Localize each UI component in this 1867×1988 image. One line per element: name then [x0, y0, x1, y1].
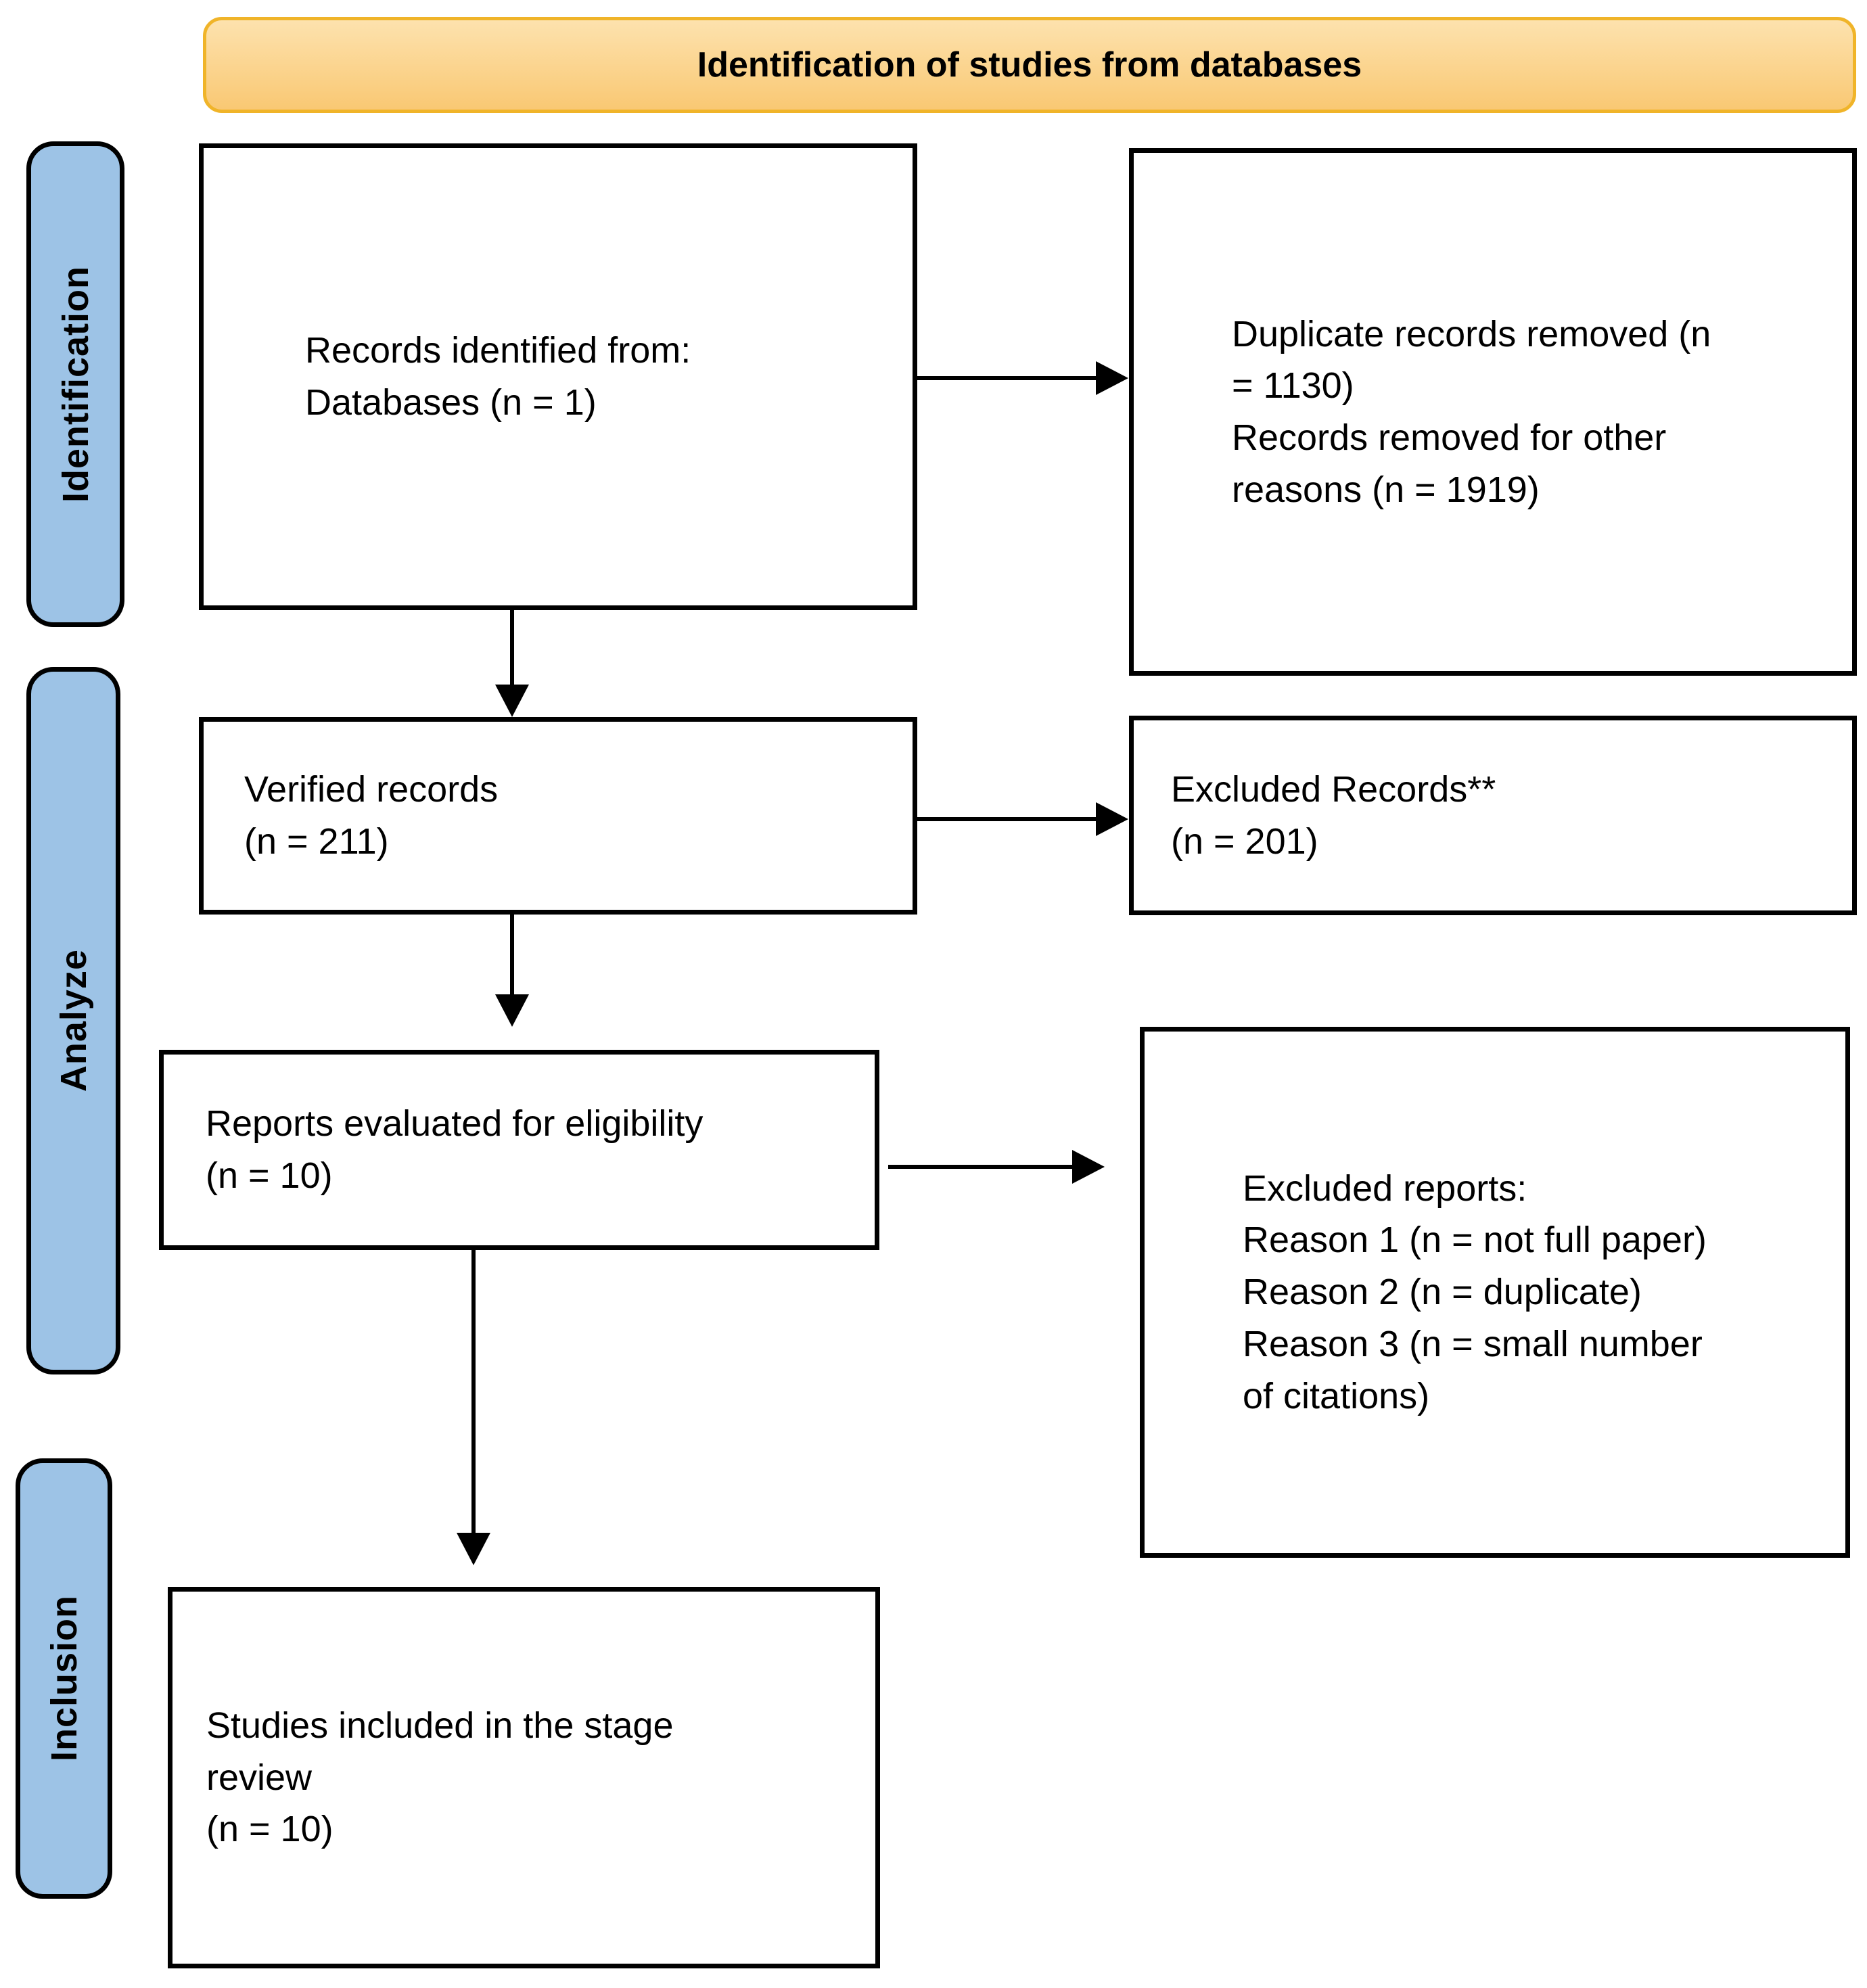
arrow-verified-to-excluded [917, 817, 1096, 821]
arrow-records-to-duplicates [917, 376, 1096, 380]
stage-label-analyze: Analyze [53, 949, 94, 1092]
flow-box-studies-included: Studies included in the stage review (n … [168, 1587, 880, 1968]
stage-pill-inclusion: Inclusion [16, 1458, 112, 1899]
flow-box-studies-included-text: Studies included in the stage review (n … [206, 1705, 674, 1850]
arrow-verified-to-reports [510, 915, 514, 996]
stage-label-identification: Identification [55, 266, 96, 503]
flow-box-verified-records-text: Verified records (n = 211) [244, 769, 499, 862]
flow-box-excluded-reports-text: Excluded reports: Reason 1 (n = not full… [1243, 1168, 1707, 1416]
stage-pill-identification: Identification [26, 141, 124, 627]
arrow-reports-to-excluded-reports [888, 1165, 1072, 1169]
arrowhead-verified-to-excluded [1096, 802, 1128, 836]
arrowhead-reports-to-excluded-reports [1072, 1150, 1105, 1184]
arrowhead-records-to-duplicates [1096, 361, 1128, 395]
banner-identification-of-studies: Identification of studies from databases [203, 17, 1856, 113]
flow-box-reports-evaluated-text: Reports evaluated for eligibility (n = 1… [206, 1103, 704, 1196]
flow-box-excluded-records: Excluded Records** (n = 201) [1129, 716, 1857, 915]
arrow-reports-to-studies [471, 1250, 476, 1534]
flow-box-excluded-reports: Excluded reports: Reason 1 (n = not full… [1140, 1027, 1850, 1558]
stage-pill-analyze: Analyze [26, 667, 120, 1374]
banner-title: Identification of studies from databases [697, 45, 1362, 85]
flow-box-reports-evaluated: Reports evaluated for eligibility (n = 1… [159, 1050, 879, 1250]
arrowhead-reports-to-studies [457, 1533, 490, 1565]
flow-box-duplicates-removed: Duplicate records removed (n = 1130) Rec… [1129, 148, 1857, 676]
arrow-records-to-verified [510, 610, 514, 686]
stage-label-inclusion: Inclusion [43, 1595, 85, 1762]
flow-box-records-identified: Records identified from: Databases (n = … [199, 143, 917, 610]
flow-box-records-identified-text: Records identified from: Databases (n = … [305, 330, 691, 423]
arrowhead-verified-to-reports [495, 994, 529, 1027]
flow-box-excluded-records-text: Excluded Records** (n = 201) [1171, 768, 1496, 862]
flow-box-verified-records: Verified records (n = 211) [199, 717, 917, 915]
flow-box-duplicates-removed-text: Duplicate records removed (n = 1130) Rec… [1232, 313, 1711, 510]
arrowhead-records-to-verified [495, 685, 529, 717]
